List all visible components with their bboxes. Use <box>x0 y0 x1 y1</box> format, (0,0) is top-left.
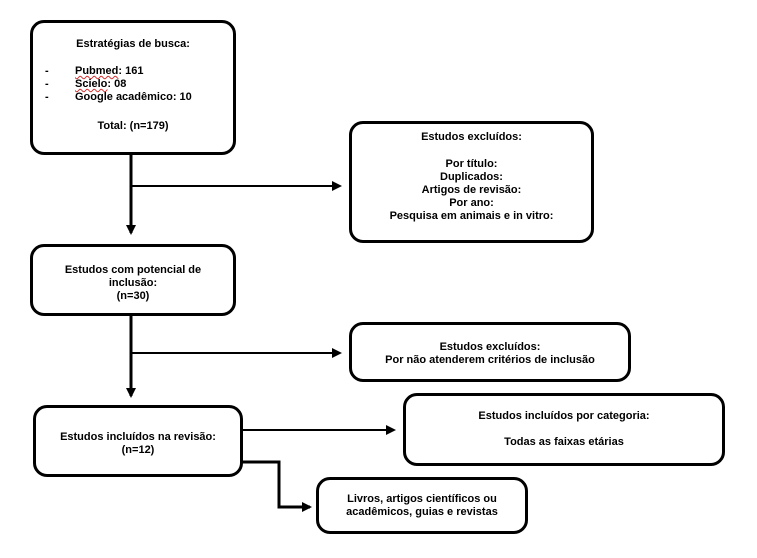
exclusion-reason: Artigos de revisão: <box>421 184 522 196</box>
source-count: : 08 <box>107 78 127 90</box>
potential-count: (n=30) <box>116 290 150 302</box>
publication-types-box: Livros, artigos científicos ou acadêmico… <box>316 477 528 534</box>
included-count: (n=12) <box>121 444 155 456</box>
potential-label: Estudos com potencial de <box>64 264 202 276</box>
included-studies-box: Estudos incluídos na revisão: (n=12) <box>33 405 243 477</box>
search-title: Estratégias de busca: <box>76 38 190 50</box>
search-total: Total: (n=179) <box>97 120 169 132</box>
arrow-to-types <box>243 460 312 512</box>
publication-types-line: acadêmicos, guias e revistas <box>346 506 498 518</box>
category-title: Estudos incluídos por categoria: <box>478 410 650 422</box>
exclusion-reason: Por título: <box>445 158 498 170</box>
publication-types-line: Livros, artigos científicos ou <box>347 493 497 505</box>
source-item: - Pubmed: 161 <box>45 65 144 77</box>
search-strategies-box: Estratégias de busca: - Pubmed: 161 - Sc… <box>30 20 236 155</box>
category-box: Estudos incluídos por categoria: Todas a… <box>403 393 725 466</box>
category-value: Todas as faixas etárias <box>504 436 624 448</box>
source-name: Scielo <box>75 78 108 90</box>
search-sources-list: - Pubmed: 161 - Scielo: 08 - Google acad… <box>41 65 225 104</box>
source-count: : 10 <box>172 91 192 103</box>
excluded-criteria-title: Estudos excluídos: <box>439 341 541 353</box>
source-name: Google acadêmico <box>75 91 173 103</box>
excluded-criteria-box: Estudos excluídos: Por não atenderem cri… <box>349 322 631 382</box>
excluded-title: Estudos excluídos: <box>421 131 522 143</box>
excluded-studies-box: Estudos excluídos: Por título: Duplicado… <box>349 121 594 243</box>
source-item: - Scielo: 08 <box>45 78 127 90</box>
exclusion-reason: Pesquisa em animais e in vitro: <box>389 210 554 222</box>
exclusion-reason: Duplicados: <box>440 171 503 183</box>
source-item: - Google acadêmico: 10 <box>45 91 192 103</box>
potential-label: inclusão: <box>108 277 158 289</box>
included-label: Estudos incluídos na revisão: <box>60 431 216 443</box>
exclusion-reason: Por ano: <box>449 197 494 209</box>
source-count: : 161 <box>118 65 144 77</box>
potential-inclusion-box: Estudos com potencial de inclusão: (n=30… <box>30 244 236 316</box>
source-name: Pubmed <box>75 65 119 77</box>
excluded-criteria-reason: Por não atenderem critérios de inclusão <box>385 354 595 366</box>
